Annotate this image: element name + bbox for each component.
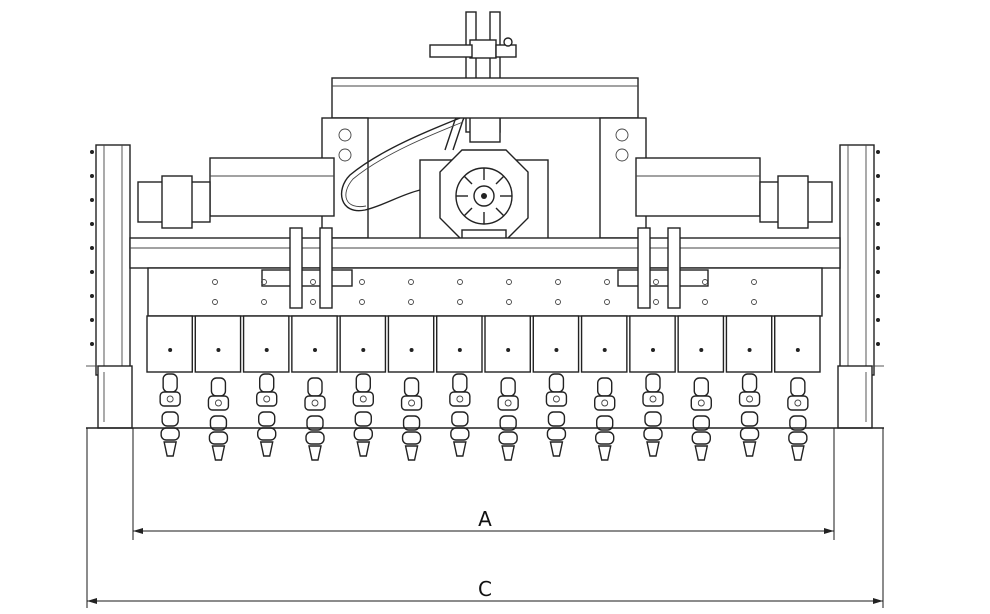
tine: [738, 373, 761, 457]
dimension-a-label: A: [478, 507, 492, 531]
tine: [787, 377, 809, 461]
blade-housing: [146, 315, 193, 373]
tine: [545, 373, 568, 457]
blade-housing: [339, 315, 387, 373]
bottom-shield-left: [97, 365, 133, 429]
dimension-a: A: [132, 428, 835, 540]
tine: [690, 377, 712, 461]
main-beam: [129, 227, 841, 317]
blade-housing: [725, 315, 773, 373]
blade-housing: [677, 315, 725, 373]
bottom-shield-right: [837, 365, 873, 429]
tine: [642, 373, 664, 457]
blade-housing: [194, 315, 242, 373]
tine: [256, 373, 278, 457]
top-frame: [209, 77, 761, 239]
blade-housing: [774, 315, 821, 373]
side-drive-left: [95, 144, 211, 376]
blade-housing: [532, 315, 580, 373]
blade-housing: [484, 315, 531, 373]
dimension-c-label: C: [478, 577, 492, 601]
dimension-c: C: [86, 428, 884, 608]
side-drive-right: [759, 144, 875, 376]
hose: [340, 117, 461, 212]
blade-housing: [387, 315, 435, 373]
tine: [497, 377, 519, 461]
tine: [159, 373, 181, 457]
blade-housing: [580, 315, 628, 373]
tine: [352, 373, 374, 457]
blade-housing: [629, 315, 676, 373]
blade-housing: [436, 315, 483, 373]
blade-housing: [291, 315, 338, 373]
blade-housing: [242, 315, 290, 373]
rotor-assembly: [90, 150, 880, 461]
tine: [449, 373, 471, 457]
tine: [207, 377, 230, 461]
tine: [400, 377, 423, 461]
tine: [304, 377, 326, 461]
tine: [594, 377, 616, 461]
gearbox: [419, 149, 549, 251]
